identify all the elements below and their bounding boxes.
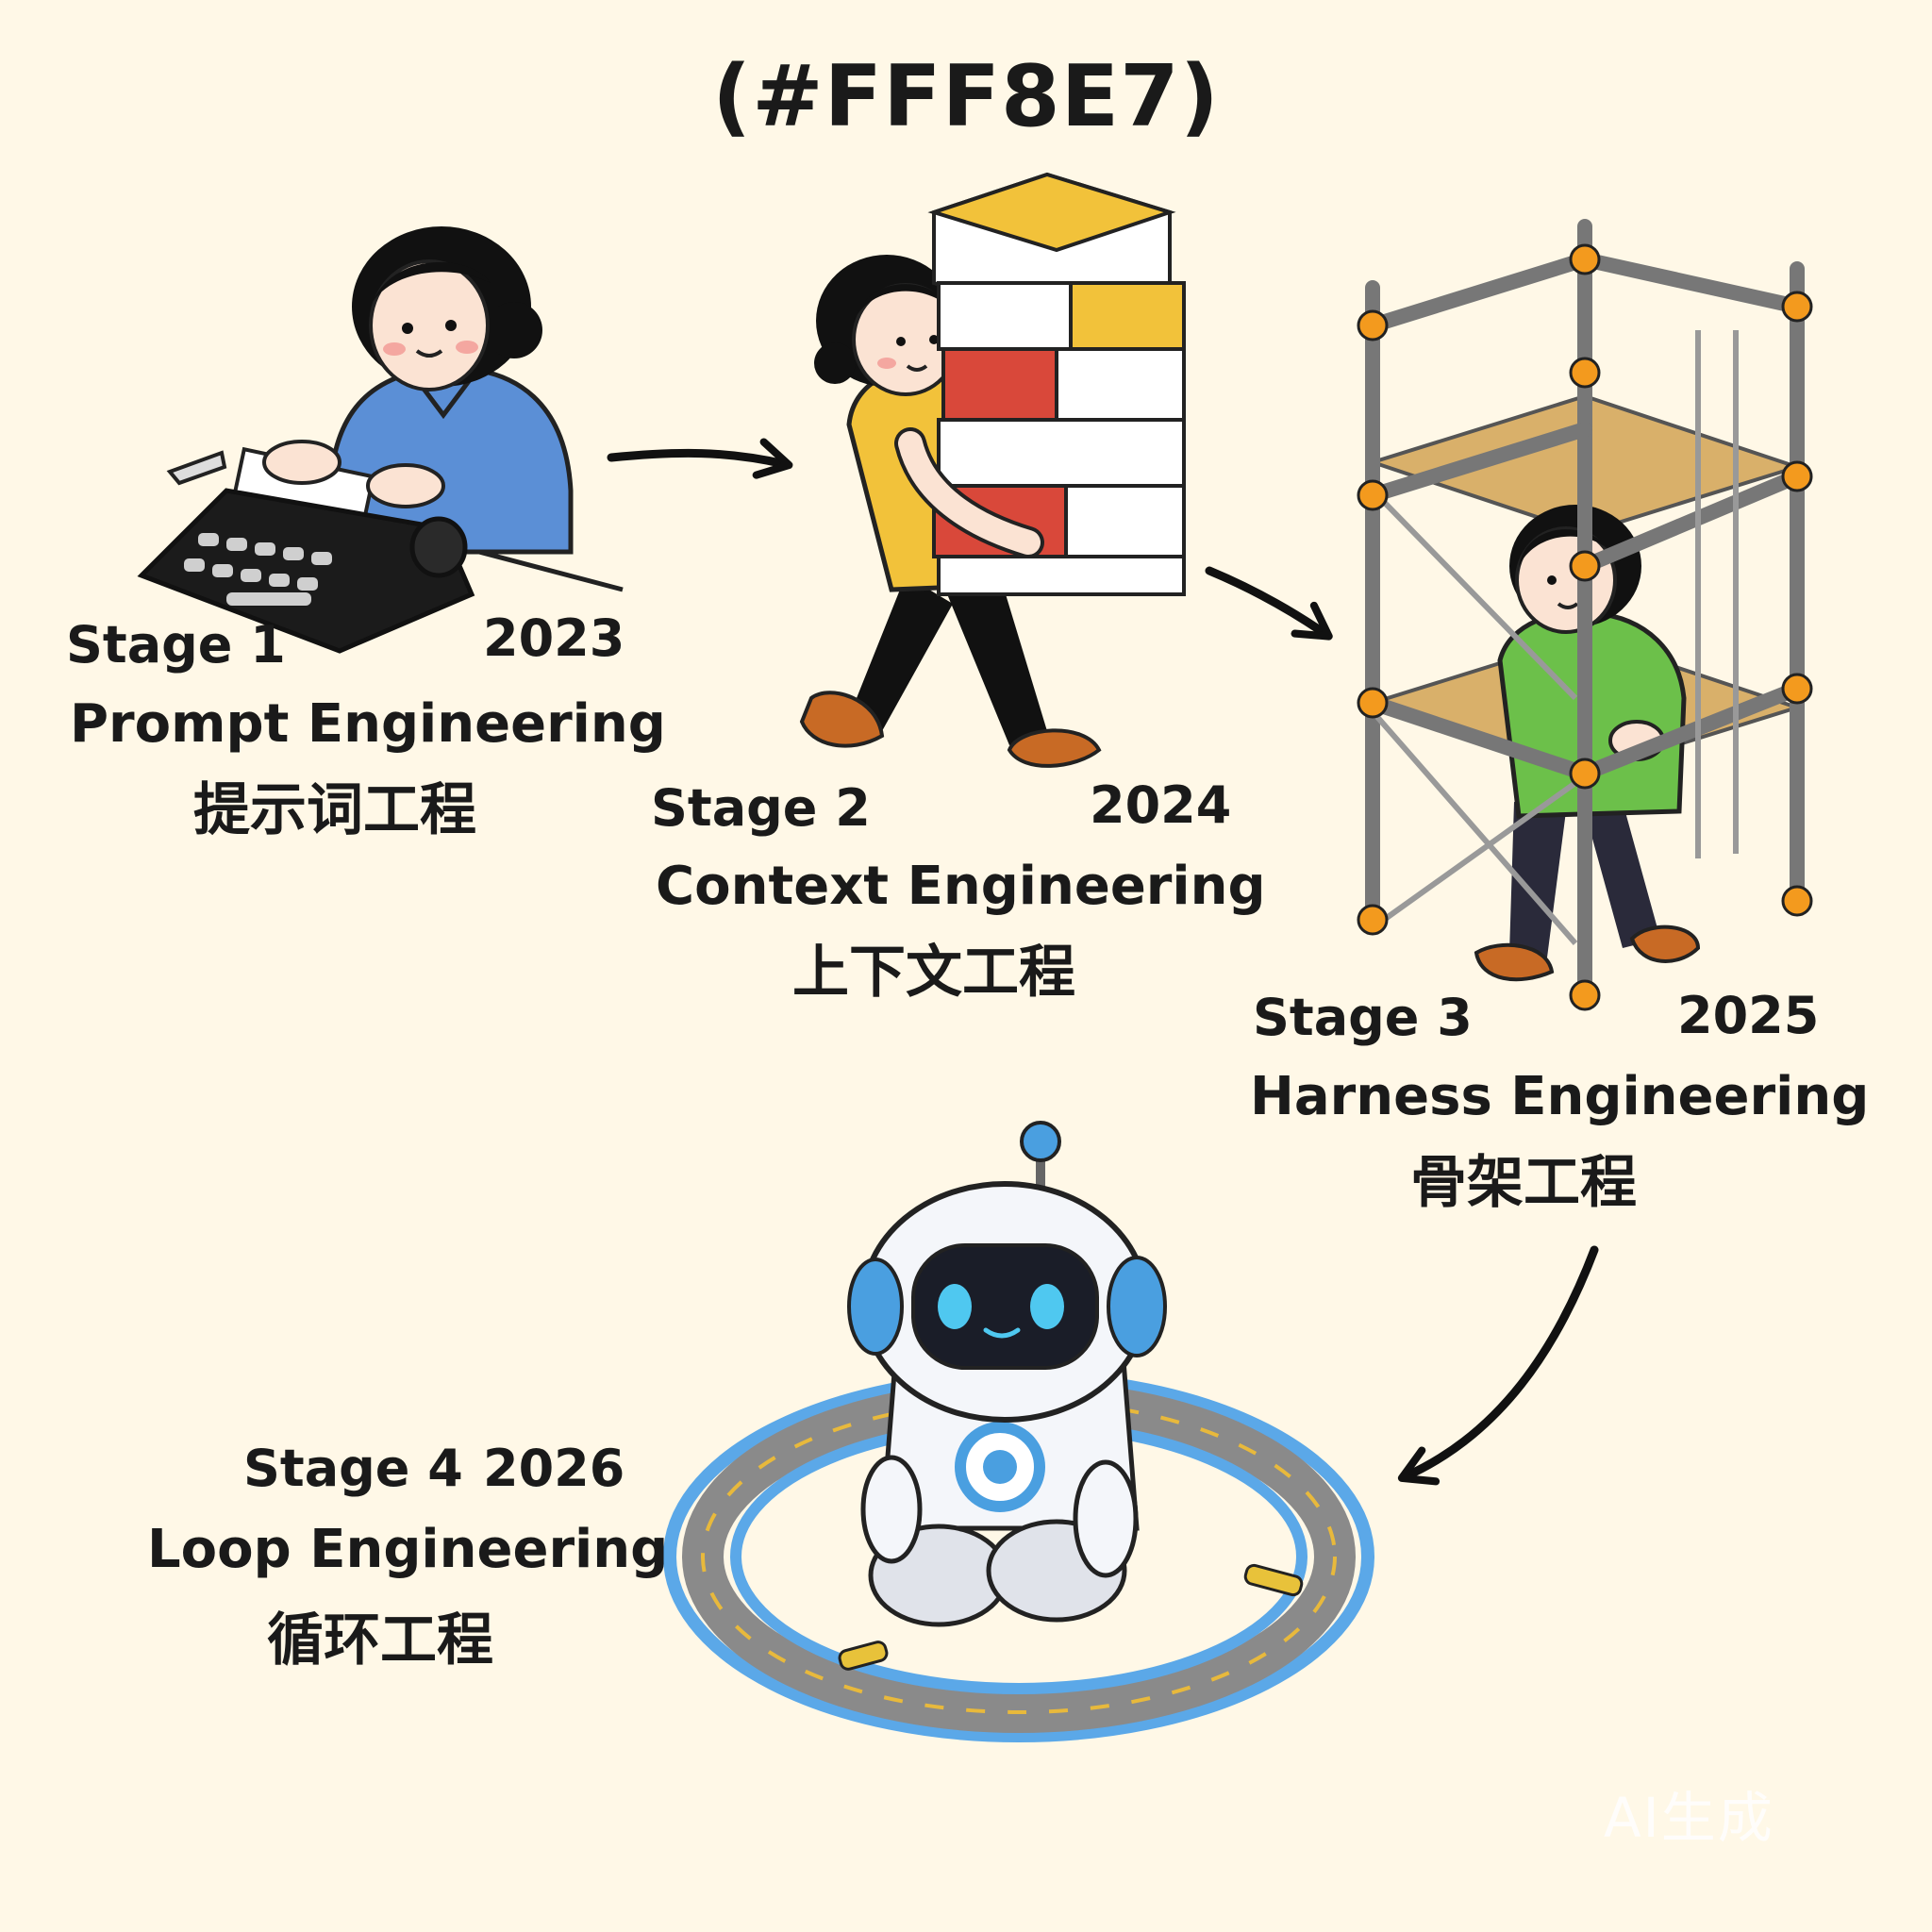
arrow-2-to-3 bbox=[1205, 566, 1333, 641]
stage1-label: Stage 1 bbox=[66, 615, 286, 675]
stage2-label: Stage 2 bbox=[651, 778, 871, 838]
stage2-name-cn: 上下文工程 bbox=[792, 940, 1075, 1006]
stage4-name: Loop Engineering bbox=[147, 1519, 669, 1580]
stage3-name: Harness Engineering bbox=[1250, 1066, 1870, 1127]
watermark: AI生成 bbox=[1604, 1786, 1774, 1850]
stage1-year: 2023 bbox=[483, 608, 625, 668]
diagram-title: (#FFF8E7) bbox=[712, 47, 1220, 146]
arrow-1-to-2 bbox=[607, 438, 793, 479]
stage3-illustration bbox=[1357, 219, 1813, 1011]
stage4-label: Stage 4 bbox=[243, 1439, 463, 1498]
stage3-label: Stage 3 bbox=[1253, 988, 1473, 1047]
stage1-name-cn: 提示词工程 bbox=[193, 777, 476, 843]
stage1-illustration bbox=[137, 226, 624, 654]
stage2-name: Context Engineering bbox=[656, 856, 1266, 917]
stage2-illustration bbox=[799, 172, 1186, 768]
stage1-name: Prompt Engineering bbox=[70, 693, 666, 755]
stage4-illustration bbox=[663, 1121, 1374, 1742]
arrow-3-to-4 bbox=[1397, 1245, 1599, 1486]
stage3-year: 2025 bbox=[1677, 986, 1820, 1045]
stage4-name-cn: 循环工程 bbox=[267, 1607, 493, 1674]
stage4-year: 2026 bbox=[483, 1439, 625, 1498]
stage3-name-cn: 骨架工程 bbox=[1410, 1150, 1637, 1216]
stage2-year: 2024 bbox=[1090, 775, 1232, 835]
